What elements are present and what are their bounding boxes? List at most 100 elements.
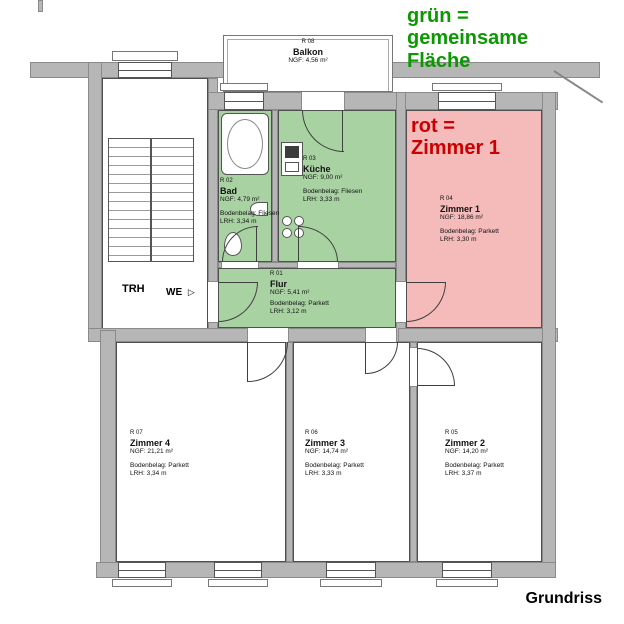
window	[326, 562, 376, 578]
wall-segment	[286, 342, 293, 562]
kitchen-sink-icon	[285, 162, 299, 172]
window	[214, 562, 262, 578]
room-id: R 04	[440, 196, 453, 202]
wall-segment	[218, 262, 222, 268]
stove-burner-icon	[282, 216, 292, 226]
room-lrh: LRH: 3,12 m	[270, 308, 307, 316]
window	[118, 62, 172, 78]
room-label-zimmer3: R 06 Zimmer 3 NGF: 14,74 m² Bodenbelag: …	[305, 430, 364, 478]
door-leaf	[298, 226, 299, 262]
door-leaf	[417, 385, 455, 386]
wall-segment	[88, 62, 102, 330]
room-floor: Bodenbelag: Parkett	[445, 461, 504, 469]
sink-icon	[250, 202, 268, 216]
room-name: Zimmer 2	[445, 437, 486, 448]
balcony-railing	[227, 39, 389, 91]
room-name: Zimmer 3	[305, 437, 346, 448]
wall-segment	[410, 342, 417, 348]
entrance-label: WE ▷	[166, 287, 195, 298]
room-name: Balkon	[292, 46, 323, 57]
room-label-zimmer4: R 07 Zimmer 4 NGF: 21,21 m² Bodenbelag: …	[130, 430, 189, 478]
stairs-divider	[150, 138, 152, 262]
door-leaf	[342, 110, 343, 152]
room-label-zimmer2: R 05 Zimmer 2 NGF: 14,20 m² Bodenbelag: …	[445, 430, 504, 478]
room-name: Flur	[270, 278, 287, 289]
wall-segment	[88, 328, 248, 342]
wall-segment	[338, 262, 396, 268]
room-floor: Bodenbelag: Parkett	[130, 461, 189, 469]
window-sill	[112, 579, 172, 587]
room-ngf: NGF: 4,56 m²	[288, 57, 328, 65]
entrance-arrow-icon: ▷	[187, 287, 195, 297]
door-leaf	[406, 282, 446, 283]
entrance-text: WE	[166, 287, 183, 298]
window	[118, 562, 166, 578]
room-label-zimmer1: R 04 Zimmer 1 NGF: 18,86 m² Bodenbelag: …	[440, 196, 499, 244]
room-id: R 05	[445, 430, 458, 436]
window-sill	[320, 579, 382, 587]
door-leaf	[256, 226, 257, 262]
room-name: Zimmer 4	[130, 437, 171, 448]
wall-segment	[38, 0, 43, 12]
room-name: Zimmer 1	[440, 203, 481, 214]
stairwell-label: TRH	[122, 283, 145, 295]
balcony-outline	[223, 35, 393, 92]
room-id: R 03	[303, 156, 316, 162]
room-name: Bad	[220, 185, 238, 196]
door-leaf	[365, 342, 366, 374]
room-lrh: LRH: 3,37 m	[445, 470, 482, 478]
room-ngf: NGF: 21,21 m²	[130, 448, 173, 456]
kitchen-sink-icon	[285, 146, 299, 158]
wall-segment	[258, 262, 298, 268]
wall-segment	[410, 386, 417, 562]
room-name: Küche	[303, 163, 331, 174]
room-floor: Bodenbelag: Fliesen	[220, 209, 280, 217]
door-leaf	[247, 342, 248, 382]
room-id: R 06	[305, 430, 318, 436]
wall-segment	[208, 78, 218, 282]
wall-segment	[542, 92, 556, 578]
room-id: R 08	[301, 39, 315, 45]
bathtub-basin-icon	[227, 119, 263, 169]
room-lrh: LRH: 3,30 m	[440, 236, 477, 244]
wall-segment	[398, 328, 558, 342]
room-ngf: NGF: 4,79 m²	[220, 196, 260, 204]
room-lrh: LRH: 3,33 m	[305, 470, 342, 478]
legend-green-note: grün = gemeinsame Fläche	[407, 5, 529, 72]
window	[442, 562, 492, 578]
stove-burner-icon	[282, 228, 292, 238]
room-ngf: NGF: 14,20 m²	[445, 448, 488, 456]
room-floor: Bodenbelag: Fliesen	[303, 187, 363, 195]
legend-red-note: rot = Zimmer 1	[411, 115, 500, 160]
window-sill	[220, 83, 268, 91]
room-floor: Bodenbelag: Parkett	[305, 461, 364, 469]
door-leaf	[218, 282, 258, 283]
page-title: Grundriss	[525, 590, 602, 607]
room-ngf: NGF: 14,74 m²	[305, 448, 348, 456]
window-sill	[112, 51, 178, 61]
room-id: R 02	[220, 178, 233, 184]
room-label-balkon: R 08 Balkon NGF: 4,56 m²	[225, 39, 391, 66]
room-id: R 07	[130, 430, 143, 436]
room-ngf: NGF: 18,86 m²	[440, 214, 483, 222]
wall-segment	[100, 330, 116, 578]
stove-burner-icon	[294, 216, 304, 226]
room-lrh: LRH: 3,33 m	[303, 196, 340, 204]
room-ngf: NGF: 9,00 m²	[303, 174, 343, 182]
room-lrh: LRH: 3,34 m	[130, 470, 167, 478]
wall-segment	[288, 328, 366, 342]
window	[224, 92, 264, 110]
room-label-flur: R 01 Flur NGF: 5,41 m² Bodenbelag: Parke…	[270, 271, 329, 316]
room-lrh: LRH: 3,34 m	[220, 218, 257, 226]
room-id: R 01	[270, 271, 283, 277]
window-sill	[436, 579, 498, 587]
room-zimmer3	[293, 342, 410, 562]
window-sill	[432, 83, 502, 91]
window-sill	[208, 579, 268, 587]
wall-segment	[272, 110, 278, 262]
window	[438, 92, 496, 110]
room-floor: Bodenbelag: Parkett	[440, 227, 499, 235]
room-ngf: NGF: 5,41 m²	[270, 289, 310, 297]
room-label-bad: R 02 Bad NGF: 4,79 m² Bodenbelag: Fliese…	[220, 178, 279, 226]
